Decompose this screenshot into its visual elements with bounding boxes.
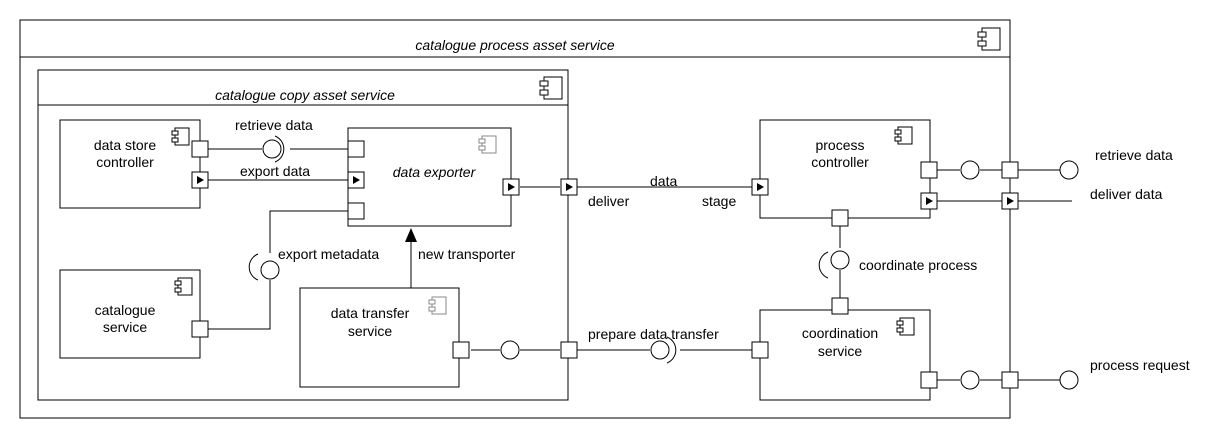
catalogue-service-label-1: catalogue [95, 302, 156, 318]
coordination-service-prepare-port [751, 341, 769, 359]
coordination-service-coordinate-port [831, 297, 849, 315]
interfaces [248, 135, 1079, 390]
data-exporter-retrieve-port [347, 140, 365, 158]
coordination-service-label-1: coordination [802, 325, 878, 341]
export-metadata-socket [248, 253, 259, 281]
outer-retrieve-ball [1059, 160, 1079, 180]
outer-request-port [1001, 371, 1019, 389]
label-export-data: export data [240, 163, 310, 179]
connectors [208, 148, 1072, 381]
component-process-controller: process controller [751, 119, 938, 227]
export-metadata-ball [260, 260, 280, 280]
data-transfer-service-port [452, 341, 470, 359]
catalogue-service-icon [174, 277, 193, 296]
data-transfer-service-label-2: service [348, 323, 393, 339]
label-new-transporter: new transporter [418, 246, 516, 262]
label-stage: stage [702, 193, 736, 209]
component-catalogue-service: catalogue service [59, 269, 209, 359]
label-deliver-data: deliver data [1090, 186, 1163, 202]
outer-component-title: catalogue process asset service [415, 37, 614, 53]
coordinate-process-ball [830, 250, 850, 270]
process-controller-label-2: controller [811, 154, 869, 170]
prepare-data-transfer-socket [666, 336, 677, 364]
label-process-request: process request [1090, 357, 1190, 373]
component-data-transfer-service: data transfer service [299, 287, 470, 388]
data-store-controller-label-1: data store [94, 137, 156, 153]
inner-component-title: catalogue copy asset service [215, 87, 395, 103]
process-controller-retrieve-ball [960, 160, 980, 180]
label-export-metadata: export metadata [278, 246, 379, 262]
data-store-controller-retrieve-port [191, 140, 209, 158]
data-store-controller-icon [171, 127, 190, 146]
outer-retrieve-port [1001, 161, 1019, 179]
catalogue-service-label-2: service [103, 319, 148, 335]
data-transfer-ball [500, 340, 520, 360]
label-deliver: deliver [588, 193, 630, 209]
data-exporter-icon [478, 135, 497, 154]
outer-component-icon [977, 27, 1001, 51]
label-data: data [650, 173, 677, 189]
process-controller-label-1: process [815, 137, 864, 153]
catalogue-service-metadata-port [191, 320, 209, 338]
data-exporter-label: data exporter [393, 164, 477, 180]
inner-component-icon [539, 76, 563, 100]
coordination-service-icon [896, 317, 915, 336]
coordinate-process-socket [818, 251, 829, 279]
data-transfer-service-label-1: data transfer [331, 305, 410, 321]
data-store-controller-label-2: controller [96, 154, 154, 170]
component-data-exporter: data exporter [347, 127, 520, 227]
component-coordination-service: coordination service [751, 297, 938, 401]
coordination-service-request-port [920, 371, 938, 389]
component-data-store-controller: data store controller [59, 119, 209, 209]
process-controller-coordinate-port [831, 209, 849, 227]
process-controller-retrieve-port [920, 161, 938, 179]
coordination-service-label-2: service [818, 343, 863, 359]
coordination-request-ball [960, 370, 980, 390]
process-controller-icon [894, 126, 913, 145]
retrieve-data-ball [262, 139, 282, 159]
new-transporter-arrowhead [405, 228, 417, 242]
inner-prepare-port [560, 341, 578, 359]
outer-request-ball [1059, 370, 1079, 390]
label-prepare-data-transfer: prepare data transfer [588, 326, 719, 342]
data-transfer-service-icon [428, 296, 447, 315]
retrieve-data-socket [274, 135, 285, 163]
label-coordinate-process: coordinate process [859, 257, 977, 273]
label-retrieve-data-outer: retrieve data [1095, 147, 1173, 163]
data-exporter-metadata-port [347, 202, 365, 220]
label-retrieve-data-inner: retrieve data [235, 117, 313, 133]
prepare-data-transfer-ball [650, 340, 670, 360]
